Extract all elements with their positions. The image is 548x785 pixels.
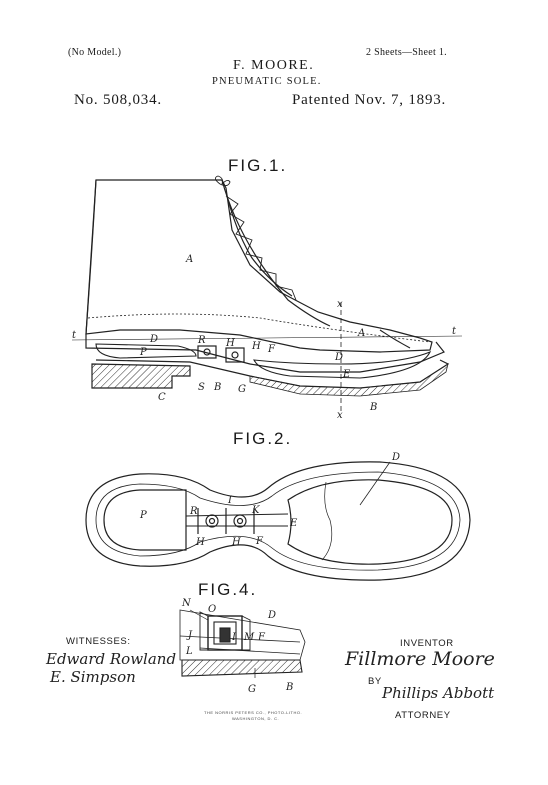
- fig2-label-i: I: [227, 495, 233, 506]
- fig1-label-x1: x: [337, 299, 343, 310]
- figure-4-caption: FIG.4.: [198, 580, 258, 599]
- fig2-label-p: P: [139, 510, 147, 521]
- attorney-label: ATTORNEY: [395, 710, 451, 721]
- figure-4-valve-drawing: [179, 609, 306, 678]
- by-label: BY: [368, 676, 382, 687]
- figure-1-labels: A A D D P R H H F E S B G C B x x t t: [72, 254, 457, 421]
- fig2-label-f: F: [255, 536, 264, 547]
- patent-number: No. 508,034.: [74, 92, 162, 108]
- figure-1-boot-drawing: [71, 175, 463, 412]
- fig2-label-d: D: [391, 452, 400, 463]
- fig1-label-a2: A: [357, 328, 365, 339]
- fig1-label-s: S: [198, 382, 205, 393]
- witness-2-signature: E. Simpson: [50, 668, 136, 686]
- fig1-label-r: R: [197, 335, 206, 346]
- fig4-label-g: G: [248, 684, 256, 695]
- model-note: (No Model.): [68, 47, 122, 58]
- fig1-label-x2: x: [337, 410, 343, 421]
- patent-title: PNEUMATIC SOLE.: [212, 76, 322, 87]
- fig2-label-e: E: [289, 518, 298, 529]
- attorney-signature: Phillips Abbott: [382, 684, 495, 702]
- fig1-label-b2: B: [369, 402, 377, 413]
- witnesses-label: WITNESSES:: [66, 636, 131, 647]
- engraver-imprint: THE NORRIS PETERS CO., PHOTO-LITHO.: [204, 710, 303, 715]
- fig2-label-h2: H: [231, 537, 241, 548]
- figure-4-labels: N O D J I M F L G B: [181, 598, 293, 695]
- fig1-label-t1: t: [72, 330, 77, 341]
- fig2-label-r: R: [189, 506, 198, 517]
- inventor-name: F. MOORE.: [233, 58, 315, 73]
- fig4-label-b: B: [285, 682, 293, 693]
- fig4-label-d: D: [267, 610, 276, 621]
- fig1-label-e: E: [342, 369, 351, 380]
- fig2-label-h1: H: [195, 537, 205, 548]
- fig4-label-o: O: [208, 604, 216, 615]
- engraver-location: WASHINGTON, D. C.: [232, 716, 280, 721]
- fig4-label-j: J: [186, 630, 193, 641]
- fig1-label-h2: H: [251, 341, 261, 352]
- sheet-count: 2 Sheets—Sheet 1.: [366, 47, 447, 58]
- figure-1-caption: FIG.1.: [228, 156, 288, 175]
- fig1-label-d1: D: [149, 334, 158, 345]
- fig1-label-t2: t: [452, 326, 457, 337]
- fig1-label-f: F: [267, 344, 276, 355]
- fig4-label-f: F: [257, 632, 266, 643]
- fig1-label-p: P: [139, 347, 147, 358]
- fig4-label-i: I: [231, 632, 237, 643]
- fig4-label-n: N: [181, 598, 192, 609]
- witness-1-signature: Edward Rowland: [46, 650, 177, 668]
- fig1-label-a1: A: [185, 254, 193, 265]
- fig4-label-m: M: [243, 632, 255, 643]
- fig1-label-h1: H: [225, 338, 235, 349]
- inventor-label: INVENTOR: [400, 638, 454, 649]
- fig4-label-l: L: [185, 646, 193, 657]
- fig1-label-d2: D: [334, 352, 343, 363]
- figure-2-sole-drawing: [85, 461, 471, 581]
- fig1-label-b1: B: [213, 382, 221, 393]
- figure-2-caption: FIG.2.: [233, 429, 293, 448]
- inventor-signature: Fillmore Moore: [345, 648, 495, 670]
- figure-2-labels: D I P R K E H H F: [139, 452, 400, 548]
- fig1-label-c: C: [158, 392, 166, 403]
- fig1-label-g: G: [238, 384, 246, 395]
- patent-date: Patented Nov. 7, 1893.: [292, 92, 447, 108]
- fig2-label-k: K: [251, 505, 260, 516]
